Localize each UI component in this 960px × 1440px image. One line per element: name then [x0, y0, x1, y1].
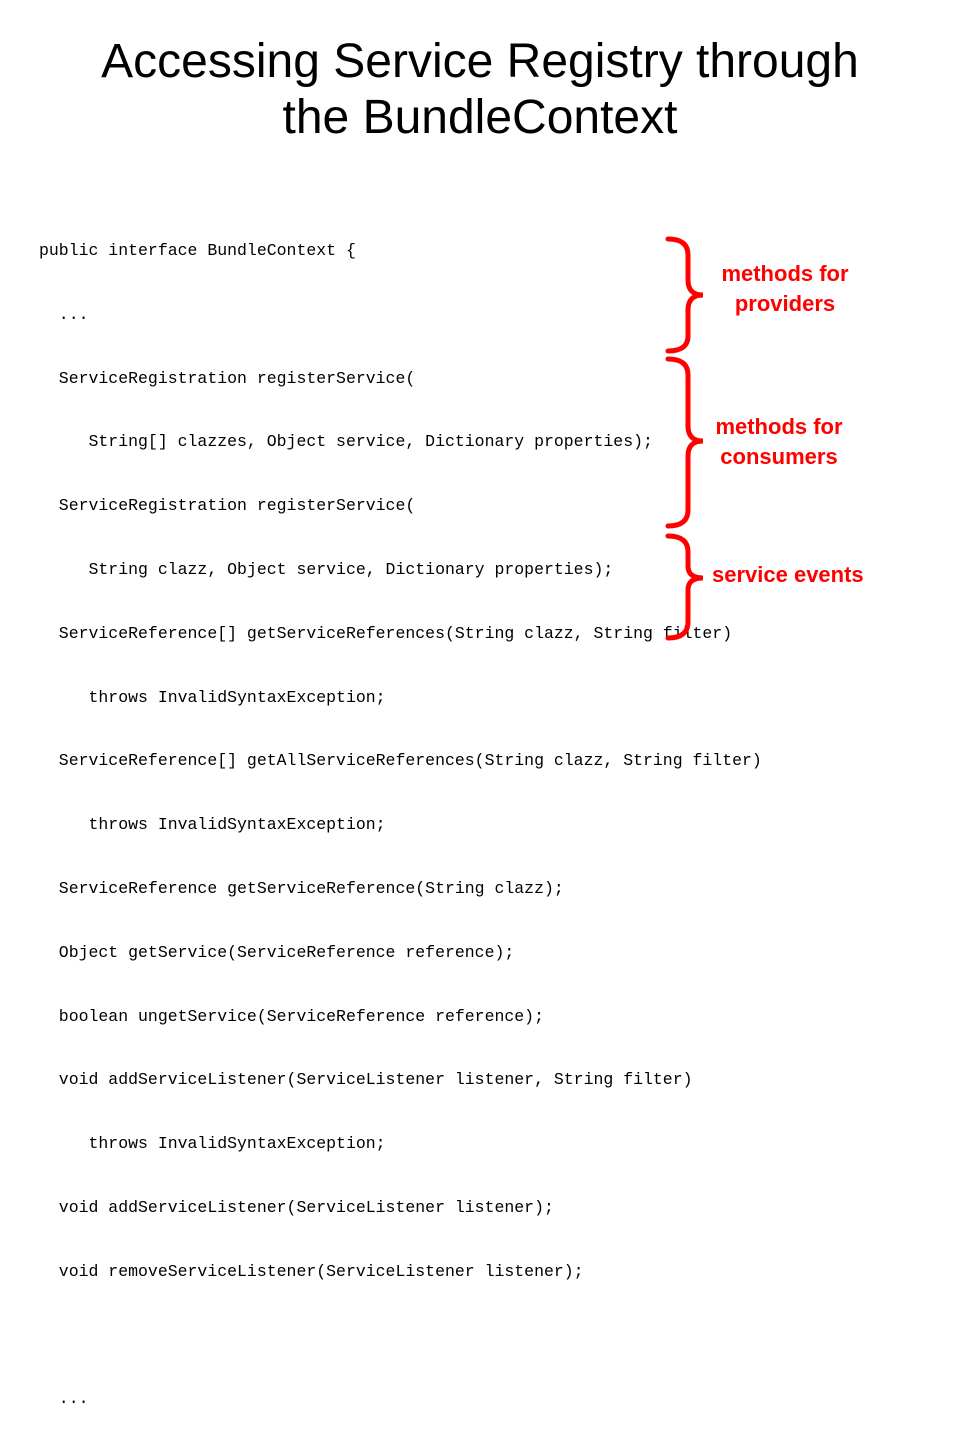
providers-annotation-line-2: providers [734, 291, 836, 316]
code-line [39, 1323, 960, 1349]
code-line: Object getService(ServiceReference refer… [39, 942, 515, 962]
code-line: void addServiceListener(ServiceListener … [39, 1197, 554, 1217]
consumers-annotation: methods for consumers [694, 412, 864, 472]
code-line: ... [39, 1389, 89, 1409]
events-annotation-line-1: service events [712, 562, 864, 587]
code-line: String[] clazzes, Object service, Dictio… [39, 432, 653, 452]
code-block: public interface BundleContext { ... Ser… [39, 200, 960, 1440]
code-line: ServiceRegistration registerService( [39, 496, 416, 516]
code-line: throws InvalidSyntaxException; [39, 1134, 386, 1154]
consumers-annotation-line-1: methods for [715, 414, 843, 439]
providers-annotation-line-1: methods for [721, 261, 849, 286]
code-line: boolean ungetService(ServiceReference re… [39, 1006, 544, 1026]
consumers-annotation-line-2: consumers [720, 444, 838, 469]
code-line: public interface BundleContext { [39, 241, 356, 260]
code-line: void removeServiceListener(ServiceListen… [39, 1261, 584, 1281]
code-line: ServiceRegistration registerService( [39, 368, 416, 388]
code-line: void addServiceListener(ServiceListener … [39, 1070, 693, 1090]
code-line: throws InvalidSyntaxException; [39, 815, 386, 835]
slide-title: Accessing Service Registry through the B… [0, 34, 960, 146]
providers-annotation: methods for providers [700, 259, 870, 319]
code-line: ... [39, 304, 89, 324]
slide-title-line-2: the BundleContext [282, 91, 678, 144]
code-line: throws InvalidSyntaxException; [39, 687, 386, 707]
events-annotation: service events [712, 560, 912, 590]
code-line: ServiceReference[] getServiceReferences(… [39, 623, 733, 643]
code-line: ServiceReference[] getAllServiceReferenc… [39, 751, 762, 771]
code-line: String clazz, Object service, Dictionary… [39, 559, 614, 579]
code-line: ServiceReference getServiceReference(Str… [39, 878, 564, 898]
slide-title-line-1: Accessing Service Registry through [101, 35, 859, 88]
